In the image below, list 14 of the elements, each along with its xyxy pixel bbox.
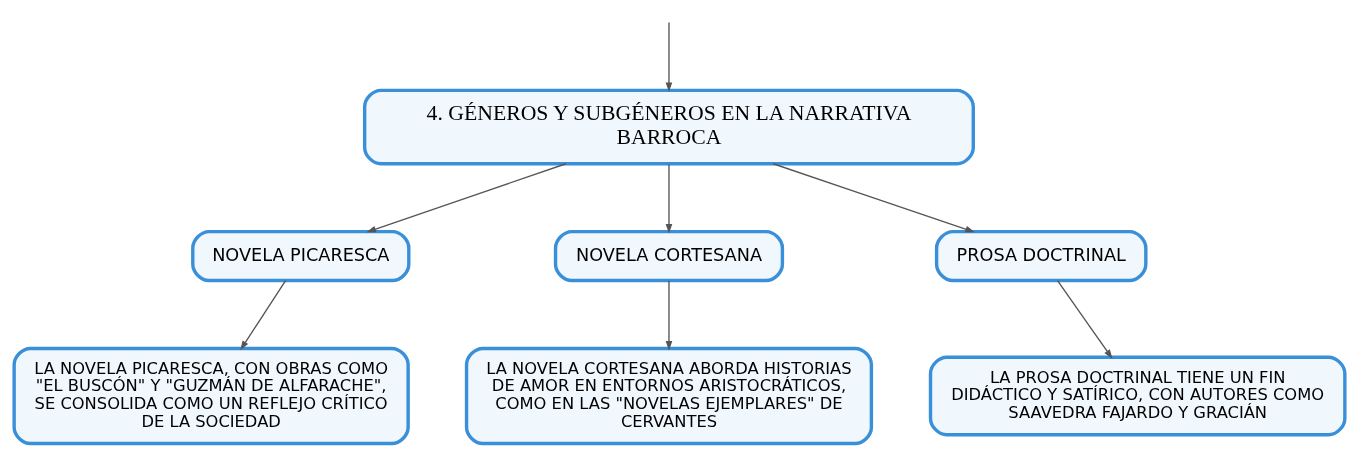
arrow	[665, 163, 673, 234]
node-box: NOVELA CORTESANA	[553, 229, 785, 282]
arrow	[1056, 279, 1113, 359]
arrow	[240, 279, 287, 350]
node-box: LA NOVELA PICARESCA, CON OBRAS COMO "EL BUSCÓN" Y "GUZMÁN DE ALFARACHE", SE CONSOLIDA COMO UN REFLEJO CRÍTICO DE LA SOCIEDAD	[12, 346, 410, 445]
node-box: LA NOVELA CORTESANA ABORDA HISTORIAS DE AMOR EN ENTORNOS ARISTOCRÁTICOS, COMO EN LAS "NOVELAS EJEMPLARES" DE CERVANTES	[464, 346, 874, 445]
arrow	[665, 21, 673, 92]
node-box: PROSA DOCTRINAL	[934, 229, 1148, 282]
node-box: 4. GÉNEROS Y SUBGÉNEROS EN LA NARRATIVA BARROCA	[362, 88, 975, 165]
arrow	[665, 279, 673, 350]
node-box: LA PROSA DOCTRINAL TIENE UN FIN DIDÁCTICO Y SATÍRICO, CON AUTORES COMO SAAVEDRA FAJARDO Y GRACIÁN	[928, 355, 1347, 436]
arrow	[772, 162, 975, 232]
arrow	[366, 162, 567, 232]
node-box: NOVELA PICARESCA	[191, 229, 411, 282]
